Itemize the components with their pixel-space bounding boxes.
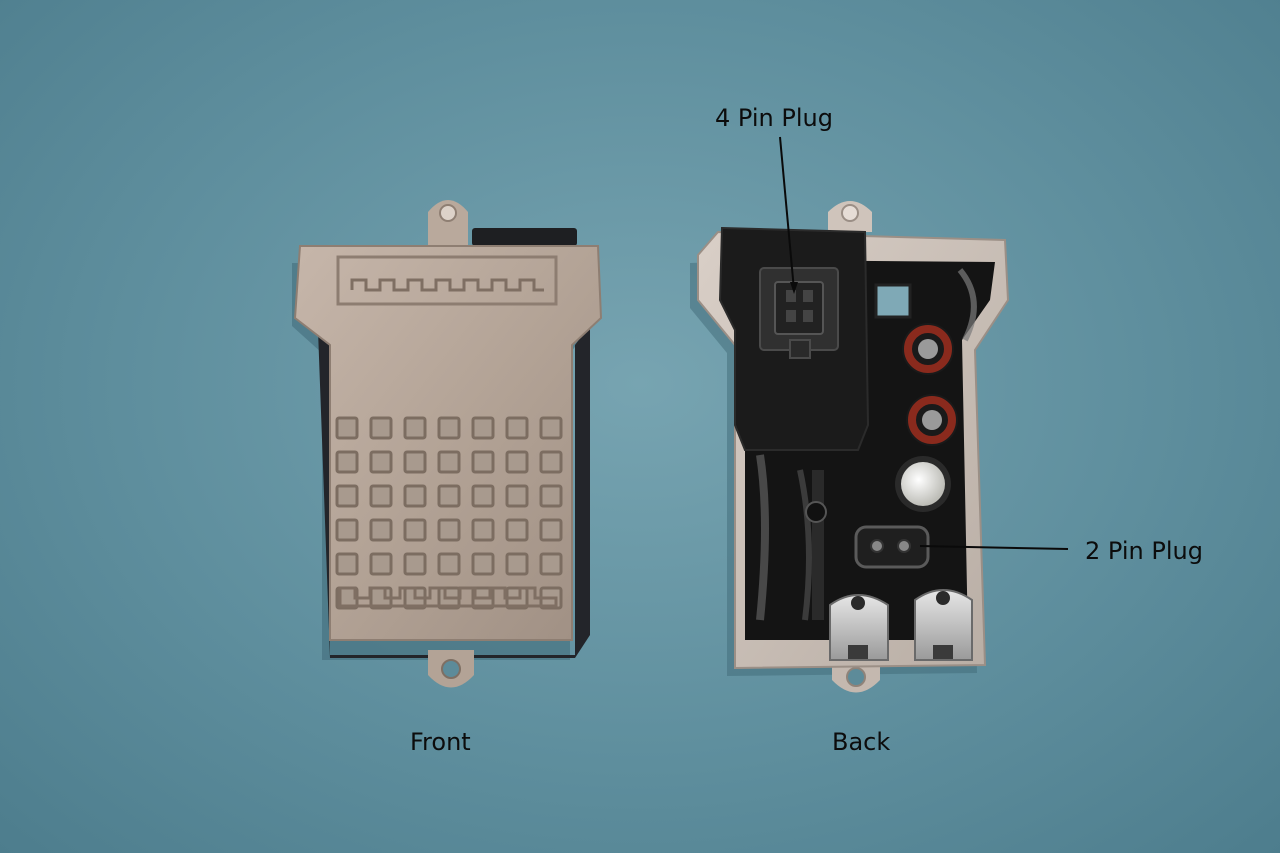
front-square-bump (539, 416, 563, 440)
front-square-bump (437, 552, 461, 576)
front-square-bump (403, 518, 427, 542)
front-square-bump (471, 518, 495, 542)
front-caption: Front (410, 728, 471, 756)
front-square-bump (539, 450, 563, 474)
front-square-bump (471, 552, 495, 576)
back-interior-highlight-3 (957, 268, 977, 342)
front-square-bump (437, 518, 461, 542)
front-square-bump (437, 450, 461, 474)
metal-clip-left (829, 594, 889, 661)
back-caption: Back (832, 728, 891, 756)
front-square-bump (539, 518, 563, 542)
front-square-bump (505, 416, 529, 440)
back-bottom-tab-hole (846, 667, 866, 687)
front-square-bump (403, 484, 427, 508)
front-square-bump (505, 518, 529, 542)
front-square-bump (403, 450, 427, 474)
back-interior-highlight-2 (797, 469, 812, 621)
front-square-bump (403, 416, 427, 440)
front-square-bump (539, 484, 563, 508)
front-square-bump (369, 416, 393, 440)
back-top-tab-hole (841, 204, 859, 222)
capacitor (895, 456, 951, 512)
front-square-bump (369, 450, 393, 474)
inductor-top (902, 323, 954, 375)
front-square-bump (369, 518, 393, 542)
internal-post (812, 470, 824, 620)
back-part (690, 201, 1010, 693)
two-pin-callout-line (919, 545, 1069, 550)
front-top-zigzag (350, 278, 544, 292)
front-top-connector (472, 228, 577, 246)
housing-window (874, 283, 912, 319)
front-top-tab-hole (439, 204, 457, 222)
internal-post-knob (805, 501, 827, 523)
front-square-bump (369, 552, 393, 576)
two-pin-plug-label: 2 Pin Plug (1085, 537, 1203, 565)
front-square-bump (335, 450, 359, 474)
front-square-bump (335, 518, 359, 542)
front-square-bump (539, 552, 563, 576)
front-square-bump (505, 552, 529, 576)
front-square-bump (471, 484, 495, 508)
front-part (292, 200, 603, 688)
four-pin-callout-arrow (790, 282, 798, 294)
front-bottom-tab-hole (441, 659, 461, 679)
front-top-pattern (336, 255, 558, 306)
front-square-bump (471, 450, 495, 474)
front-bottom-zigzag (338, 586, 558, 608)
front-square-bump (403, 552, 427, 576)
two-pin-plug (854, 525, 930, 569)
front-square-bump (505, 450, 529, 474)
front-square-bump (505, 484, 529, 508)
front-square-bump (437, 416, 461, 440)
four-pin-plug (759, 267, 839, 359)
front-top-tab (428, 200, 468, 246)
four-pin-callout-line (779, 136, 795, 291)
front-square-bump (335, 484, 359, 508)
front-square-bump (335, 416, 359, 440)
four-pin-plug-label: 4 Pin Plug (715, 104, 833, 132)
front-square-bump (437, 484, 461, 508)
front-square-bump (335, 552, 359, 576)
front-square-bump (369, 484, 393, 508)
front-square-bump (471, 416, 495, 440)
back-interior-highlight (756, 454, 769, 621)
inductor-bottom (906, 394, 958, 446)
metal-clip-right (914, 589, 973, 661)
